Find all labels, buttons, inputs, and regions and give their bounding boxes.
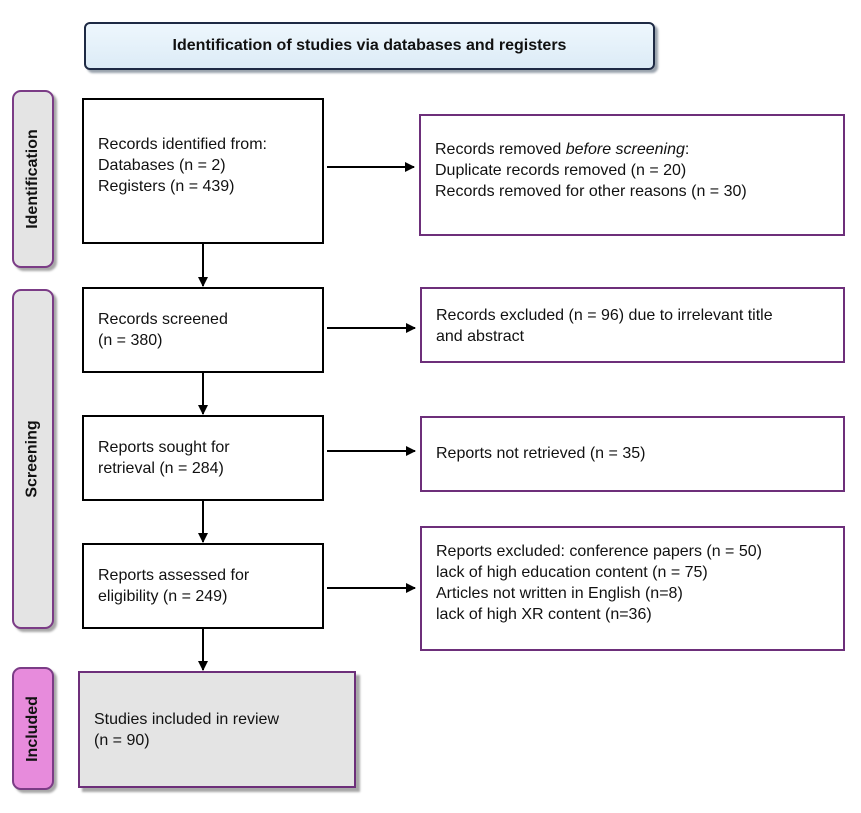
records-excluded-line1: Records excluded (n = 96) due to irrelev… [436,307,773,324]
box-records-removed: Records removed before screening: Duplic… [419,114,845,236]
records-removed-suffix: : [684,140,690,158]
box-records-excluded: Records excluded (n = 96) due to irrelev… [420,287,845,363]
header-title: Identification of studies via databases … [172,37,567,54]
records-removed-italic: before screening [565,140,685,158]
records-identified-line1: Records identified from: [98,135,267,153]
records-screened-line1: Records screened [98,311,228,328]
phase-included: Included [12,667,54,790]
reports-not-retrieved-line1: Reports not retrieved (n = 35) [436,444,646,462]
box-reports-assessed: Reports assessed for eligibility (n = 24… [82,543,324,629]
phase-screening: Screening [12,289,54,629]
reports-excluded-english: Articles not written in English (n=8) [436,584,683,602]
box-reports-not-retrieved: Reports not retrieved (n = 35) [420,416,845,492]
reports-excluded-conference: Reports excluded: conference papers (n =… [436,542,762,560]
records-screened-line2: (n = 380) [98,332,163,349]
records-excluded-line2: and abstract [436,328,525,345]
box-studies-included: Studies included in review (n = 90) [78,671,356,788]
box-reports-sought: Reports sought for retrieval (n = 284) [82,415,324,501]
reports-excluded-xr: lack of high XR content (n=36) [436,605,652,623]
records-removed-line1: Records removed before screening: [435,139,843,160]
phase-identification: Identification [12,90,54,268]
studies-included-line2: (n = 90) [94,731,150,749]
records-removed-other: Records removed for other reasons (n = 3… [435,182,747,200]
records-identified-registers: Registers (n = 439) [98,177,235,195]
box-reports-excluded: Reports excluded: conference papers (n =… [420,526,845,651]
records-identified-databases: Databases (n = 2) [98,156,226,174]
reports-sought-line2: retrieval (n = 284) [98,460,224,477]
studies-included-line1: Studies included in review [94,710,279,728]
records-removed-duplicates: Duplicate records removed (n = 20) [435,161,687,179]
box-records-identified: Records identified from: Databases (n = … [82,98,324,244]
reports-sought-line1: Reports sought for [98,439,230,456]
records-removed-prefix: Records removed [435,140,566,158]
diagram-header: Identification of studies via databases … [84,22,655,70]
reports-assessed-line2: eligibility (n = 249) [98,588,228,605]
reports-excluded-education: lack of high education content (n = 75) [436,563,708,581]
reports-assessed-line1: Reports assessed for [98,567,250,584]
box-records-screened: Records screened (n = 380) [82,287,324,373]
